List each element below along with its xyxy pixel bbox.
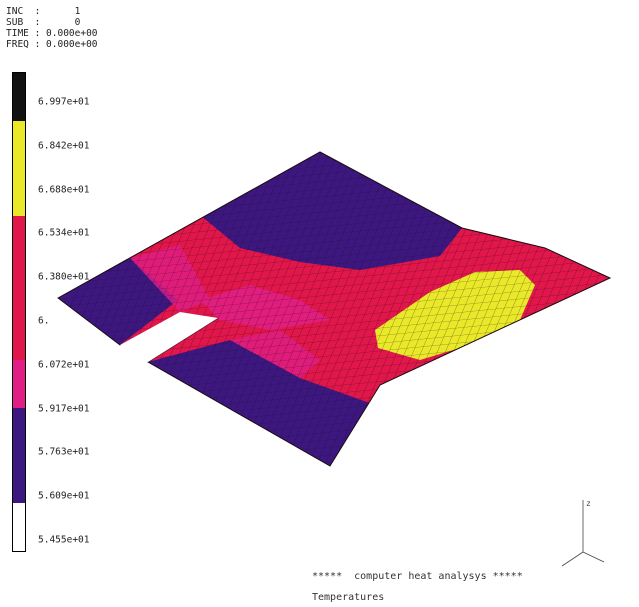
triad-y-axis [561, 551, 584, 567]
legend-segment [13, 455, 25, 504]
time-readout: TIME : 0.000e+00 [6, 28, 98, 39]
legend-tick-label: 6.997e+01 [38, 96, 90, 108]
color-legend: 6.997e+01 6.842e+01 6.688e+01 6.534e+01 6.38… [12, 72, 132, 552]
legend-segment [13, 407, 25, 456]
legend-segment [13, 120, 25, 170]
inc-readout: INC : 1 [6, 6, 81, 17]
legend-segment [13, 168, 25, 217]
legend-tick-label: 5.763e+01 [38, 446, 90, 458]
legend-segment [13, 312, 25, 361]
legend-tick-label: 5.917e+01 [38, 403, 90, 415]
coordinate-triad [561, 500, 605, 567]
legend-segment [13, 503, 25, 552]
legend-tick-label: 5.455e+01 [38, 534, 90, 546]
legend-segment [13, 264, 25, 313]
freq-readout: FREQ : 0.000e+00 [6, 39, 98, 50]
legend-tick-label: 6.380e+01 [38, 271, 90, 283]
legend-tick-label: 6.842e+01 [38, 140, 90, 152]
step-info: INC : 1 SUB : 0 TIME : 0.000e+00 FREQ : … [6, 6, 98, 50]
legend-tick-label: 5.609e+01 [38, 490, 90, 502]
triad-z-label: z [586, 499, 591, 508]
legend-tick-label: 6.072e+01 [38, 359, 90, 371]
legend-segment [13, 216, 25, 265]
legend-tick-label: 6.688e+01 [38, 184, 90, 196]
legend-segment [13, 73, 25, 122]
sub-readout: SUB : 0 [6, 17, 81, 28]
analysis-title: ***** computer heat analysys ***** [312, 571, 523, 582]
triad-x-axis [582, 551, 605, 563]
legend-color-bar [12, 72, 26, 552]
result-type-label: Temperatures [312, 592, 385, 603]
legend-tick-label: 6. [38, 315, 50, 327]
legend-segment [13, 359, 25, 409]
legend-tick-label: 6.534e+01 [38, 227, 90, 239]
notch-cutout [120, 312, 218, 362]
